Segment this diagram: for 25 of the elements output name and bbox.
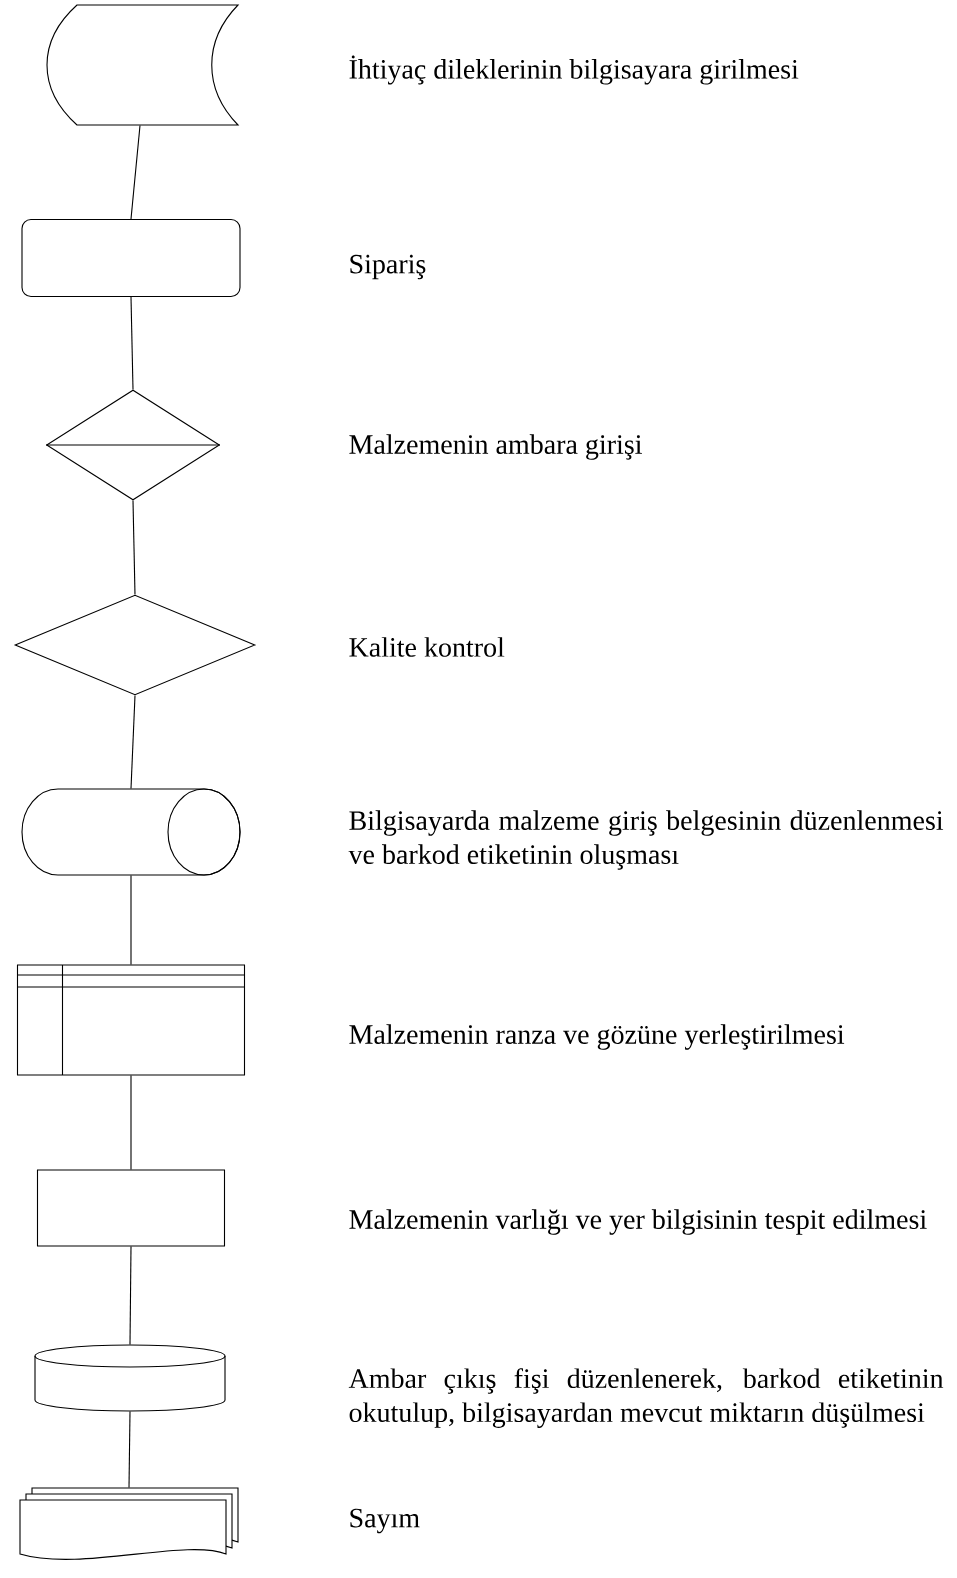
- step-description: Malzemenin varlığı ve yer bilgisinin tespit edilmesi: [349, 1209, 927, 1235]
- connector-line: [130, 125, 141, 220]
- step-description: Bilgisayarda malzeme giriş belgesinin düzenlenmesi ve barkod etiketinin oluşması: [348, 810, 944, 870]
- step-description: Sipariş: [350, 254, 426, 280]
- step-description: Kalite kontrol: [349, 637, 505, 657]
- step-description: Malzemenin ranza ve gözüne yerleştirilmesi: [349, 1024, 845, 1050]
- sort-diamond: [45, 389, 221, 501]
- connector-line: [130, 296, 134, 390]
- drum-shape: [21, 788, 241, 876]
- disk-cylinder: [34, 1344, 226, 1412]
- connector-line: [130, 1075, 132, 1170]
- step-description: Ambar çıkış fişi düzenlenerek, barkod etiketinin okutulup, bilgisayardan mevcut miktarın düşülmesi: [348, 1368, 944, 1428]
- step-description: İhtiyaç dileklerinin bilgisayara girilmesi: [349, 55, 799, 85]
- internal-storage-box: [16, 964, 246, 1076]
- connector-line: [130, 695, 136, 789]
- documents-stack: [19, 1487, 239, 1560]
- step-description: Sayım: [350, 1508, 420, 1534]
- connector-line: [132, 500, 136, 595]
- process-box: [36, 1169, 226, 1247]
- connector-line: [128, 1411, 131, 1488]
- step-description: Malzemenin ambara girişi: [349, 434, 642, 460]
- connector-line: [129, 1246, 132, 1345]
- rounded-box: [21, 218, 241, 298]
- stored-data-shape: [46, 4, 239, 126]
- connector-line: [130, 875, 132, 965]
